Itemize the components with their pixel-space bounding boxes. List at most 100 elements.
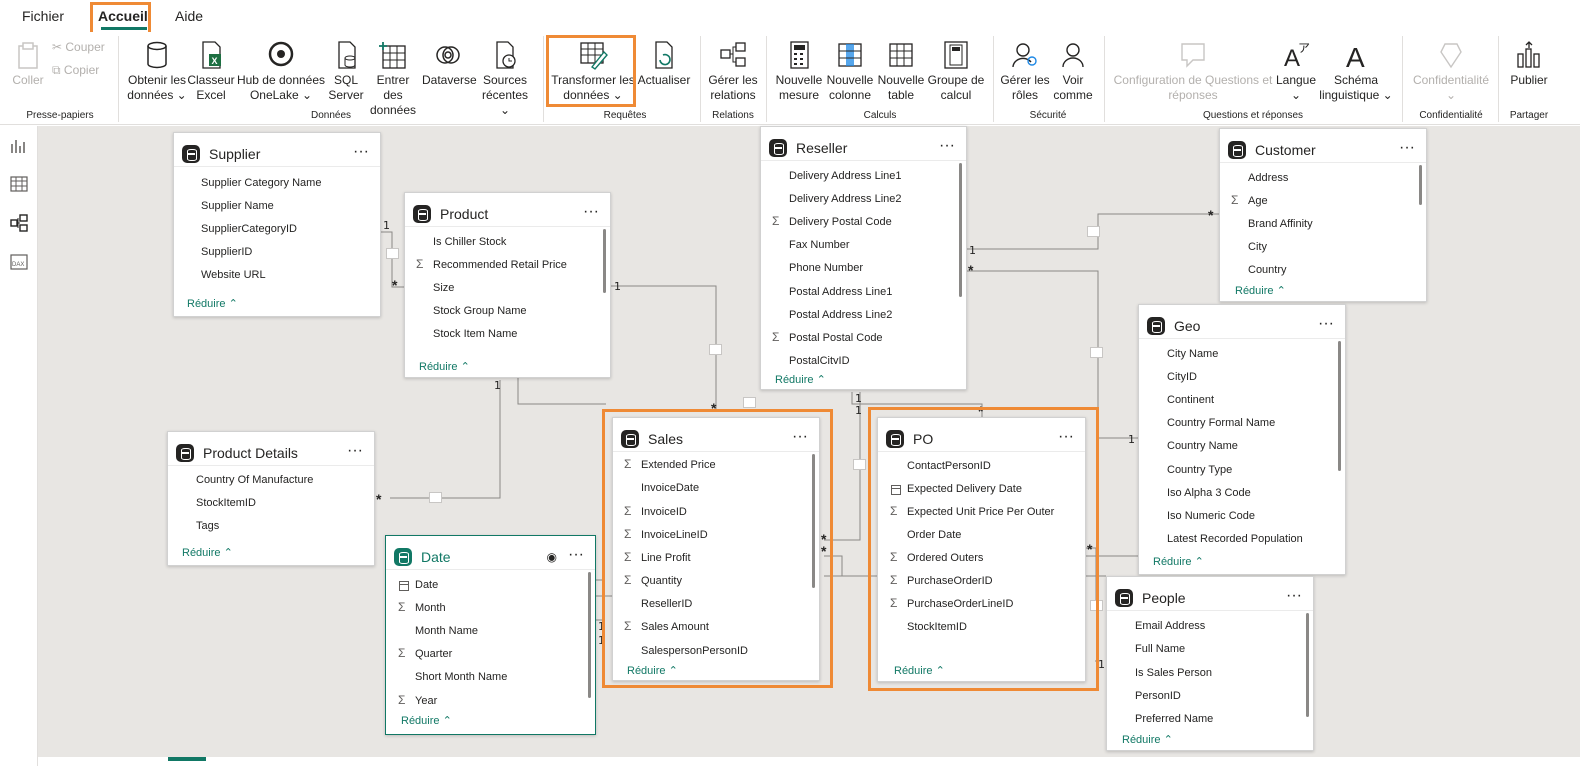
field[interactable]: Order Date (907, 529, 962, 541)
table-card-geo[interactable]: Geo··· City Name CityID Continent Countr… (1138, 304, 1346, 575)
menu-help[interactable]: Aide (175, 8, 204, 24)
copy-button[interactable]: ⧉ Copier (52, 63, 99, 78)
table-card-people[interactable]: People··· Email Address Full Name Is Sal… (1106, 576, 1314, 751)
field[interactable]: InvoiceLineID (641, 529, 708, 541)
more-options-icon[interactable]: ··· (568, 546, 584, 563)
field[interactable]: SalespersonPersonID (641, 645, 749, 657)
field[interactable]: Brand Affinity (1248, 218, 1313, 230)
field[interactable]: Preferred Name (1135, 713, 1214, 725)
scrollbar[interactable] (1306, 613, 1309, 717)
report-view-icon[interactable] (10, 138, 28, 154)
collapse-button[interactable]: Réduire ⌃ (1153, 556, 1204, 568)
cut-button[interactable]: ✂ Couper (52, 40, 105, 55)
menu-file[interactable]: Fichier (22, 8, 65, 24)
menu-home[interactable]: Accueil (98, 8, 148, 24)
collapse-button[interactable]: Réduire ⌃ (627, 665, 678, 677)
field[interactable]: City Name (1167, 348, 1219, 360)
field[interactable]: StockItemID (196, 497, 256, 509)
field[interactable]: Postal Address Line1 (789, 286, 893, 298)
more-options-icon[interactable]: ··· (347, 442, 363, 459)
sensitivity-button[interactable]: Confidentialité⌄ (1408, 40, 1494, 103)
field[interactable]: Size (433, 282, 455, 294)
visibility-icon[interactable]: ◉ (546, 550, 557, 564)
field[interactable]: Supplier Category Name (201, 177, 322, 189)
field[interactable]: InvoiceID (641, 506, 687, 518)
model-view-icon[interactable] (10, 214, 28, 232)
filter-direction-right-icon[interactable] (743, 397, 756, 408)
field[interactable]: Line Profit (641, 552, 691, 564)
more-options-icon[interactable]: ··· (583, 203, 599, 220)
table-card-reseller[interactable]: Reseller··· Delivery Address Line1 Deliv… (760, 126, 967, 390)
filter-direction-up-icon[interactable] (1090, 600, 1103, 611)
collapse-button[interactable]: Réduire ⌃ (187, 298, 238, 310)
field[interactable]: Stock Group Name (433, 305, 527, 317)
field[interactable]: Iso Alpha 3 Code (1167, 487, 1251, 499)
more-options-icon[interactable]: ··· (1286, 587, 1302, 604)
scrollbar[interactable] (603, 229, 606, 293)
bidirectional-filter-icon[interactable] (1090, 347, 1103, 358)
field[interactable]: Country Of Manufacture (196, 474, 314, 486)
collapse-button[interactable]: Réduire ⌃ (894, 665, 945, 677)
field[interactable]: PostalCityID (789, 355, 850, 364)
field[interactable]: Phone Number (789, 262, 863, 274)
field[interactable]: Iso Numeric Code (1167, 510, 1256, 522)
field[interactable]: PurchaseOrderID (907, 575, 993, 587)
field[interactable]: Quantity (641, 575, 682, 587)
field[interactable]: CityID (1167, 371, 1197, 383)
more-options-icon[interactable]: ··· (1399, 139, 1415, 156)
refresh-button[interactable]: Actualiser (636, 40, 692, 88)
field[interactable]: Year (415, 695, 438, 707)
field[interactable]: Month Name (415, 625, 478, 637)
table-card-date[interactable]: Date◉··· Date Σ Month Month Name Σ Quart… (385, 535, 596, 735)
field[interactable]: Short Month Name (415, 671, 508, 683)
field[interactable]: Is Sales Person (1135, 667, 1213, 679)
table-card-po[interactable]: PO··· ContactPersonID Expected Delivery … (877, 417, 1086, 682)
table-card-product[interactable]: Product··· Is Chiller Stock Σ Recommende… (404, 192, 611, 378)
more-options-icon[interactable]: ··· (939, 137, 955, 154)
field[interactable]: Postal Postal Code (789, 332, 883, 344)
scrollbar[interactable] (812, 454, 815, 588)
field[interactable]: Latest Recorded Population (1167, 533, 1303, 545)
table-card-supplier[interactable]: Supplier··· Supplier Category Name Suppl… (173, 132, 381, 317)
collapse-button[interactable]: Réduire ⌃ (775, 374, 826, 386)
field[interactable]: SupplierID (201, 246, 253, 258)
collapse-button[interactable]: Réduire ⌃ (1122, 734, 1173, 746)
field[interactable]: InvoiceDate (641, 482, 700, 494)
field[interactable]: City (1248, 241, 1267, 253)
filter-direction-down-icon[interactable] (709, 344, 722, 355)
scrollbar[interactable] (1419, 165, 1422, 205)
field[interactable]: PersonID (1135, 690, 1181, 702)
field[interactable]: Website URL (201, 269, 266, 281)
table-card-customer[interactable]: Customer··· Address Σ Age Brand Affinity… (1219, 128, 1427, 302)
collapse-button[interactable]: Réduire ⌃ (182, 547, 233, 559)
field[interactable]: Sales Amount (641, 621, 709, 633)
scrollbar[interactable] (588, 572, 591, 698)
publish-button[interactable]: Publier (1504, 40, 1554, 88)
field[interactable]: Country Formal Name (1167, 417, 1276, 429)
field[interactable]: Delivery Address Line1 (789, 170, 902, 182)
bidirectional-filter-icon[interactable] (386, 248, 399, 259)
scrollbar[interactable] (959, 163, 962, 297)
field[interactable]: ResellerID (641, 598, 693, 610)
field[interactable]: Is Chiller Stock (433, 236, 507, 248)
field[interactable]: Supplier Name (201, 200, 274, 212)
paste-button[interactable]: Coller (8, 40, 48, 88)
field[interactable]: ContactPersonID (907, 460, 991, 472)
field[interactable]: Ordered Outers (907, 552, 984, 564)
table-card-product-details[interactable]: Product Details··· Country Of Manufactur… (167, 431, 375, 566)
field[interactable]: Recommended Retail Price (433, 259, 567, 271)
active-page-tab[interactable] (168, 757, 206, 761)
